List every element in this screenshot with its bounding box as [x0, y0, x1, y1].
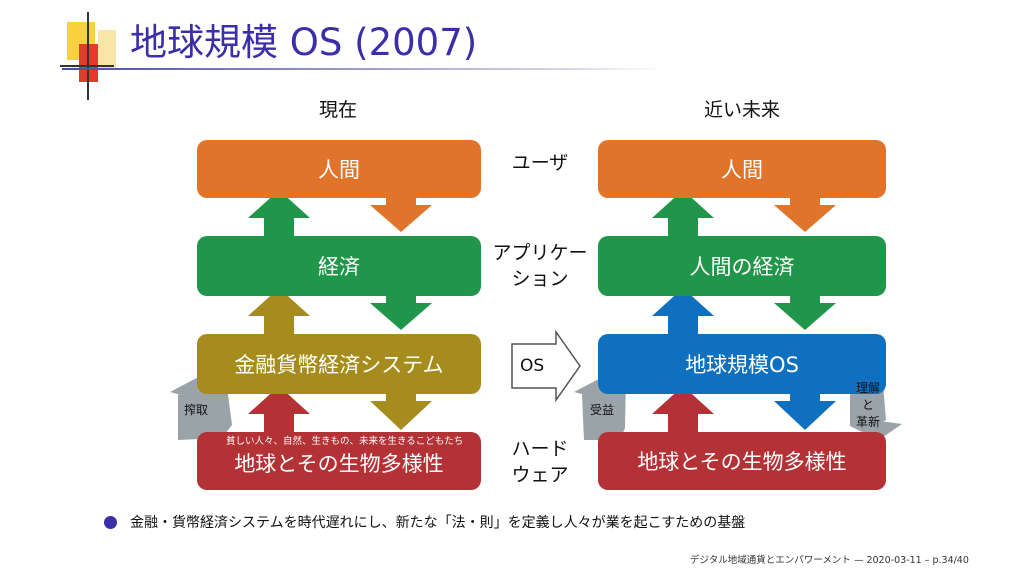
hardware-label-line1: ハード: [511, 438, 569, 460]
arrow-right-human-to-economy: [774, 196, 836, 232]
application-label-line2: ション: [511, 268, 569, 290]
arrow-left-human-to-economy: [370, 196, 432, 232]
left-finance-label: 金融貨幣経済システム: [234, 353, 444, 377]
right-column-heading: 近い未来: [703, 99, 780, 121]
bullet-text: 金融・貨幣経済システムを時代遅れにし、新たな「法・則」を定義し人々が業を起こすた…: [130, 515, 746, 531]
right-human-label: 人間: [721, 158, 763, 182]
left-economy-label: 経済: [318, 255, 360, 279]
corner-decoration-hline: [60, 65, 114, 67]
left-finance-box: 金融貨幣経済システム: [197, 334, 481, 394]
title-underline: [62, 68, 662, 70]
os-outline-arrow: [511, 329, 581, 403]
understanding-label-line2: と: [862, 398, 875, 412]
right-earth-label: 地球とその生物多様性: [637, 450, 847, 474]
slide-title: 地球規模 OS (2007): [130, 21, 478, 64]
application-layer-label: アプリケー ション: [470, 240, 610, 292]
left-column-heading: 現在: [318, 99, 357, 121]
application-label-line1: アプリケー: [492, 242, 588, 264]
right-economy-box: 人間の経済: [598, 236, 886, 296]
right-os-label: 地球規模OS: [685, 353, 799, 377]
left-human-label: 人間: [318, 158, 360, 182]
arrow-left-finance-to-earth: [370, 392, 432, 430]
arrow-right-economy-to-human: [652, 190, 714, 236]
right-earth-box: 地球とその生物多様性: [598, 432, 886, 490]
corner-decoration-light: [98, 30, 116, 70]
os-layer-label: OS: [520, 356, 545, 376]
hardware-label-line2: ウェア: [511, 464, 569, 486]
arrow-left-economy-to-finance: [370, 294, 432, 330]
understanding-label-line1: 理解: [856, 381, 881, 395]
understanding-label-line3: 革新: [856, 415, 881, 429]
arrow-left-finance-to-economy: [248, 288, 310, 334]
left-economy-box: 経済: [197, 236, 481, 296]
arrow-right-os-to-economy: [652, 288, 714, 334]
poverty-note: 貧しい人々、自然、生きもの、未来を生きるこどもたち: [226, 436, 464, 447]
corner-decoration-vline: [87, 12, 89, 100]
user-layer-label: ユーザ: [511, 152, 569, 174]
arrow-right-os-to-earth: [774, 392, 836, 430]
right-os-box: 地球規模OS: [598, 334, 886, 394]
arrow-left-economy-to-human: [248, 190, 310, 236]
slide-footer: デジタル地域通貨とエンパワーメント — 2020-03-11 – p.34/40: [690, 555, 969, 566]
right-economy-label: 人間の経済: [689, 255, 795, 279]
arrow-right-economy-to-os: [774, 294, 836, 330]
left-human-box: 人間: [197, 140, 481, 198]
arrow-left-earth-to-finance: [248, 386, 310, 432]
understanding-label: 理解 と 革新: [856, 380, 880, 431]
exploitation-label: 搾取: [184, 403, 209, 417]
bullet-dot: [104, 516, 117, 529]
left-earth-box: 地球とその生物多様性: [197, 432, 481, 490]
arrow-right-earth-to-os: [652, 386, 714, 432]
hardware-layer-label: ハード ウェア: [470, 436, 610, 488]
left-earth-label: 地球とその生物多様性: [234, 452, 444, 476]
benefit-label: 受益: [590, 403, 615, 417]
right-human-box: 人間: [598, 140, 886, 198]
